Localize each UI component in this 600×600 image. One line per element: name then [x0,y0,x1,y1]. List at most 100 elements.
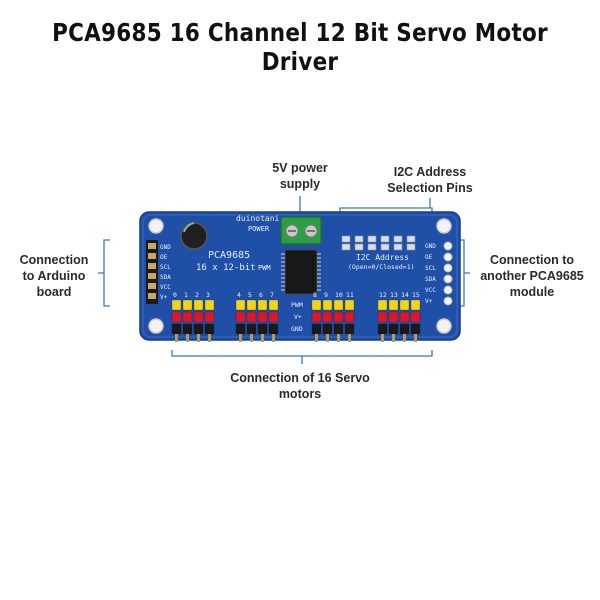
servo-header-pin [171,323,182,335]
right-pad [443,263,453,273]
servo-header-pin [388,323,399,335]
servo-header-pin [322,299,333,311]
servo-pin-leg [315,334,318,342]
servo-header-pin [204,299,215,311]
servo-header-pin [182,323,193,335]
servo-header-pin [410,323,421,335]
servo-header-pin [333,299,344,311]
servo-header-pin [388,299,399,311]
channel-number-label: 14 [401,291,409,299]
callout-i2c-line2: Selection Pins [387,181,473,195]
callout-another-line2: another PCA9685 [480,269,584,283]
left-pin-label: V+ [160,294,168,301]
channel-number-label: 10 [335,291,343,299]
pca9685-chip [284,249,318,295]
chip-pins [281,253,321,291]
servo-header-pin [257,299,268,311]
left-header-pin [148,293,156,299]
channel-number-label: 6 [259,291,263,299]
servo-header-pin [246,323,257,335]
servo-header-pin [204,323,215,335]
servo-header-pin [410,299,421,311]
i2c-jumper-pads [341,235,416,251]
board-chip-sub: 16 x 12-bit [196,263,256,273]
right-pad [443,252,453,262]
servo-pin-leg [208,334,211,342]
servo-header-pin [257,311,268,323]
pca9685-board: duinotani POWER PCA9685 16 x 12-bit PWM … [139,211,461,342]
callout-arduino-line3: board [36,285,72,299]
channel-number-label: 3 [206,291,210,299]
servo-header-pin [399,323,410,335]
row-label-vplus: V+ [294,313,302,321]
servo-header-pin [257,323,268,335]
mounting-hole [148,218,164,234]
servo-header-pin [268,311,279,323]
servo-header-pin [377,299,388,311]
board-power-label: POWER [248,225,270,233]
channel-number-label: 4 [237,291,241,299]
channel-number-label: 13 [390,291,398,299]
servo-header-pin [311,299,322,311]
jumper-pad [367,235,377,243]
jumper-pad [393,243,403,251]
board-shading [142,214,458,338]
row-label-gnd: GND [291,325,303,333]
servo-header-pin [268,323,279,335]
servo-pin-leg [197,334,200,342]
board-pwm-label: PWM [258,264,271,272]
channel-number-label: 9 [324,291,328,299]
right-pin-label: V+ [425,298,433,305]
callout-power-supply: 5V power supply [258,160,342,192]
page-title: PCA9685 16 Channel 12 Bit Servo Motor Dr… [52,18,548,76]
callout-arduino-line2: to Arduino [22,269,86,283]
right-pads [443,241,453,306]
servo-header-pin [235,299,246,311]
bracket-another-module [458,239,470,307]
channel-number-label: 5 [248,291,252,299]
jumper-pad [393,235,403,243]
jumper-pad [367,243,377,251]
servo-header-pin [388,311,399,323]
servo-header-pin [344,299,355,311]
servo-pin-leg [250,334,253,342]
servo-header-pin [246,311,257,323]
servo-header-pin [344,323,355,335]
servo-header-pin [193,311,204,323]
servo-header-pin [193,323,204,335]
left-pin-label: VCC [160,284,171,291]
servo-header-pin [204,311,215,323]
right-pin-label: OE [425,254,433,261]
servo-header-pin [268,299,279,311]
bracket-i2c [339,198,433,214]
left-header-pin [148,263,156,269]
channel-number-label: 12 [379,291,387,299]
servo-pin-leg [381,334,384,342]
left-pin-label: GND [160,244,171,251]
right-pin-label: VCC [425,287,436,294]
jumper-pad [354,243,364,251]
chip-pin-row [317,253,321,291]
servo-header-pin [377,323,388,335]
right-pad [443,285,453,295]
servo-header-pin [235,323,246,335]
servo-pin-leg [186,334,189,342]
servo-pin-leg [348,334,351,342]
board-i2c-sub: (Open=0/Closed=1) [348,263,415,271]
left-pin-label: SCL [160,264,171,271]
left-header-pin [148,273,156,279]
leader-lines [98,196,470,364]
callout-servo-line2: motors [278,387,322,401]
left-header-pin [148,283,156,289]
servo-header-pin [171,311,182,323]
servo-pin-leg [392,334,395,342]
jumper-pad [406,243,416,251]
callout-another-line1: Connection to [489,253,574,267]
servo-pin-leg [337,334,340,342]
servo-header-pin [322,323,333,335]
jumper-pad [380,243,390,251]
jumper-pad [406,235,416,243]
servo-header-pin [322,311,333,323]
